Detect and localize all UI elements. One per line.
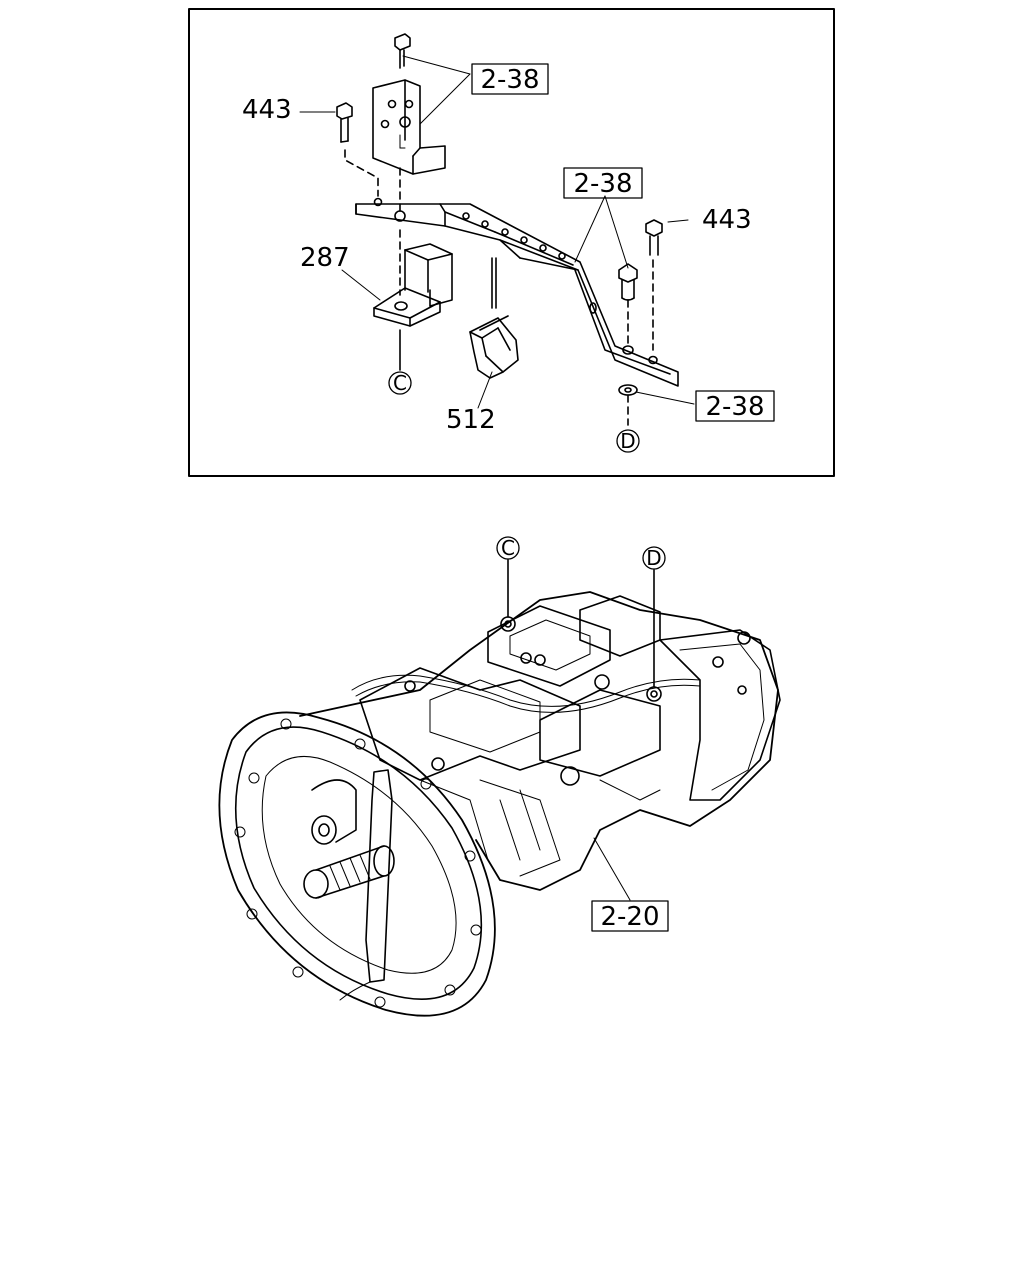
transmission-assembly: C D 2-20 <box>218 536 781 1017</box>
upper-detail-panel: 2-38 2-38 2-38 443 443 287 512 C D <box>188 8 835 477</box>
ref-box-transmission-label: 2-20 <box>600 902 659 932</box>
marker-c-lower-letter: C <box>501 536 515 560</box>
marker-d-upper: D <box>616 429 640 453</box>
ref-box-crossmember-label: 2-38 <box>573 169 632 199</box>
clip-part <box>469 315 519 379</box>
label-rubber-mount: 287 <box>300 243 350 273</box>
bolt-left <box>336 102 353 143</box>
marker-c-lower: C <box>496 536 520 560</box>
washer <box>618 384 638 396</box>
marker-c-upper-letter: C <box>393 371 407 395</box>
ref-box-washer-label: 2-38 <box>705 392 764 422</box>
rubber-mount <box>373 243 453 327</box>
upper-bracket <box>372 79 446 175</box>
detail-frame <box>188 8 835 477</box>
input-shaft <box>303 845 395 899</box>
marker-d-lower: D <box>642 546 666 570</box>
bolt-center-right <box>618 263 638 301</box>
transmission-case <box>299 591 779 891</box>
label-bolt-top-left: 443 <box>242 95 292 125</box>
ref-box-transmission: 2-20 <box>591 900 669 932</box>
ref-box-top-bracket: 2-38 <box>471 63 549 95</box>
label-clip: 512 <box>446 405 496 435</box>
ref-box-top-bracket-label: 2-38 <box>480 65 539 95</box>
ref-box-washer: 2-38 <box>695 390 775 422</box>
marker-d-lower-letter: D <box>646 546 661 570</box>
bolt-top <box>394 33 411 69</box>
bolt-right <box>645 219 663 256</box>
bell-housing <box>218 711 496 1017</box>
marker-d-upper-letter: D <box>620 429 635 453</box>
ref-box-crossmember: 2-38 <box>563 167 643 199</box>
marker-c-upper: C <box>388 371 412 395</box>
crossmember <box>355 197 679 387</box>
label-bolt-right: 443 <box>702 205 752 235</box>
